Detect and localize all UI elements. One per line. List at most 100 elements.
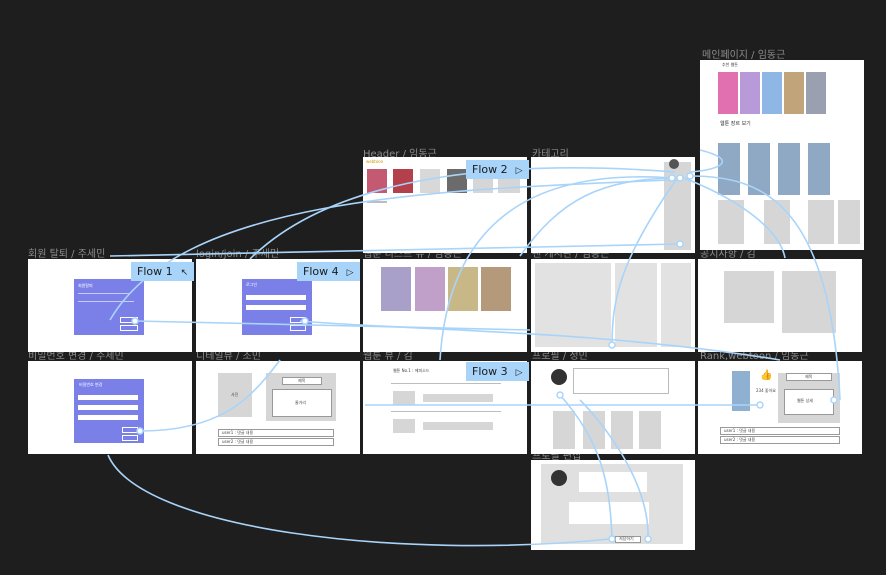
thumbs-up-icon[interactable]: 👍 <box>760 370 773 381</box>
profile-card-3[interactable] <box>611 411 633 449</box>
connector-cat-main <box>689 149 724 173</box>
view-divider-2 <box>391 411 501 412</box>
withdraw-cancel-button[interactable] <box>120 325 138 331</box>
main-list-block-3 <box>808 200 834 244</box>
main-list-block-1 <box>718 200 744 244</box>
login-id-input[interactable] <box>246 295 306 300</box>
profile-info-box <box>573 368 669 394</box>
frame-webtoon-list[interactable] <box>363 259 527 352</box>
frame-label-header[interactable]: Header / 임동근 <box>363 149 437 160</box>
frame-label-main[interactable]: 메인페이지 / 임동근 <box>702 50 786 61</box>
view-thumb-1[interactable] <box>393 391 415 405</box>
frame-label-withdraw[interactable]: 회원 탈퇴 / 주세민 <box>28 249 106 260</box>
profile-card-4[interactable] <box>639 411 661 449</box>
pw-current-input[interactable] <box>78 395 138 400</box>
flow-tag-1[interactable]: Flow 1↖ <box>131 262 195 281</box>
main-genre-label: 웹툰 장르 보기 <box>720 121 751 127</box>
header-thumb-2[interactable] <box>393 169 413 193</box>
flow-tag-3[interactable]: Flow 3▷ <box>466 362 529 381</box>
main-genre-thumb-2[interactable] <box>748 143 770 195</box>
frame-login[interactable]: 로그인 <box>196 259 360 352</box>
cursor-icon: ↖ <box>180 268 189 278</box>
frame-label-notice[interactable]: 공지사항 / 김 <box>700 249 756 260</box>
pw-cancel-button[interactable] <box>122 435 138 441</box>
profile-avatar[interactable] <box>551 369 567 385</box>
list-thumb-1[interactable] <box>381 267 411 311</box>
view-thumb-2[interactable] <box>393 419 415 433</box>
frame-label-pw-change[interactable]: 비밀번호 변경 / 주세민 <box>28 351 124 362</box>
frame-category[interactable] <box>531 157 695 253</box>
frame-webtoon-view[interactable]: 웹툰 No.1 : 에피소드 <box>363 361 527 454</box>
connector-pw-detail <box>139 359 281 432</box>
play-icon: ▷ <box>346 268 354 278</box>
detail-comment-1-text: user1 : 댓글 내용 <box>222 430 254 435</box>
list-thumb-2[interactable] <box>415 267 445 311</box>
rank-comment-2-text: user2 : 댓글 내용 <box>724 437 756 442</box>
frame-label-webtoon-view[interactable]: 웹툰 뷰 / 김 <box>363 351 413 362</box>
profile-card-2[interactable] <box>583 411 605 449</box>
main-genre-thumb-3[interactable] <box>778 143 800 195</box>
main-genre-thumb-1[interactable] <box>718 143 740 195</box>
frame-label-login[interactable]: login/join / 주세민 <box>196 249 280 260</box>
frame-profile[interactable] <box>531 361 695 454</box>
pw-new-input[interactable] <box>78 405 138 410</box>
flow-tag-2-label: Flow 2 <box>472 163 508 176</box>
avatar[interactable] <box>669 159 679 169</box>
main-thumb-1[interactable] <box>718 72 738 114</box>
post-panel-left <box>535 263 611 347</box>
rank-comment-2[interactable]: user2 : 댓글 내용 <box>720 436 840 444</box>
play-icon: ▷ <box>515 368 523 378</box>
frame-pw-change[interactable]: 비밀번호 변경 <box>28 361 192 454</box>
main-thumb-4[interactable] <box>784 72 804 114</box>
profile-edit-avatar[interactable] <box>551 470 567 486</box>
list-thumb-4[interactable] <box>481 267 511 311</box>
frame-main[interactable]: 추천 웹툰 웹툰 장르 보기 <box>700 60 864 250</box>
detail-photo-label: 사진 <box>231 392 239 397</box>
detail-comment-2[interactable]: user2 : 댓글 내용 <box>218 438 334 446</box>
frame-post[interactable] <box>531 259 695 352</box>
connector-cat-login <box>249 167 676 260</box>
withdraw-line-2 <box>78 301 134 302</box>
frame-label-post[interactable]: 팬 게시판 / 임동근 <box>532 249 610 260</box>
login-pw-input[interactable] <box>246 305 306 310</box>
rank-panel: 제목 웹툰 상세 <box>778 373 840 423</box>
main-thumb-5[interactable] <box>806 72 826 114</box>
detail-title: 제목 <box>298 378 306 383</box>
frame-label-detail[interactable]: 디테일뷰 / 조민 <box>196 351 261 362</box>
pw-form: 비밀번호 변경 <box>74 379 144 443</box>
connector-login-rank <box>299 320 781 361</box>
rank-comment-1[interactable]: user1 : 댓글 내용 <box>720 427 840 435</box>
detail-info-panel: 제목 줄거리 <box>266 373 336 421</box>
main-recommend-label: 추천 웹툰 <box>722 62 738 67</box>
main-thumb-3[interactable] <box>762 72 782 114</box>
main-genre-thumb-4[interactable] <box>808 143 830 195</box>
frame-label-webtoon-list[interactable]: 웹툰 리스트 뷰 / 임동근 <box>363 249 462 260</box>
view-row-2[interactable] <box>423 422 493 430</box>
detail-title-box: 제목 <box>282 377 322 385</box>
profile-edit-info[interactable] <box>579 472 647 492</box>
frame-profile-edit[interactable]: 저장하기 <box>531 460 695 550</box>
main-thumb-2[interactable] <box>740 72 760 114</box>
profile-edit-bio[interactable] <box>569 502 649 524</box>
rank-title: 제목 <box>805 374 813 379</box>
detail-comment-1[interactable]: user1 : 댓글 내용 <box>218 429 334 437</box>
header-thumb-3[interactable] <box>420 169 440 193</box>
flow-tag-4[interactable]: Flow 4▷ <box>297 262 360 281</box>
detail-story: 줄거리 <box>295 400 307 405</box>
connector-cat-view <box>439 176 673 361</box>
flow-tag-2[interactable]: Flow 2▷ <box>466 160 529 179</box>
rank-story-box: 웹툰 상세 <box>784 389 834 415</box>
profile-card-1[interactable] <box>553 411 575 449</box>
frame-detail[interactable]: 사진 제목 줄거리 user1 : 댓글 내용 user2 : 댓글 내용 <box>196 361 360 454</box>
frame-label-profile[interactable]: 프로필 / 정민 <box>532 351 588 362</box>
pw-confirm-input[interactable] <box>78 415 138 420</box>
detail-story-box: 줄거리 <box>272 389 332 417</box>
header-thumb-1[interactable] <box>367 169 387 193</box>
detail-photo[interactable]: 사진 <box>218 373 252 417</box>
view-row-1[interactable] <box>423 394 493 402</box>
frame-label-category[interactable]: 카테고리 <box>532 149 569 160</box>
rank-thumb[interactable] <box>732 371 750 411</box>
frame-label-profile-edit[interactable]: 프로필 편집 <box>532 451 582 462</box>
frame-rank[interactable]: 👍 234 좋아요 제목 웹툰 상세 user1 : 댓글 내용 user2 :… <box>698 361 862 454</box>
